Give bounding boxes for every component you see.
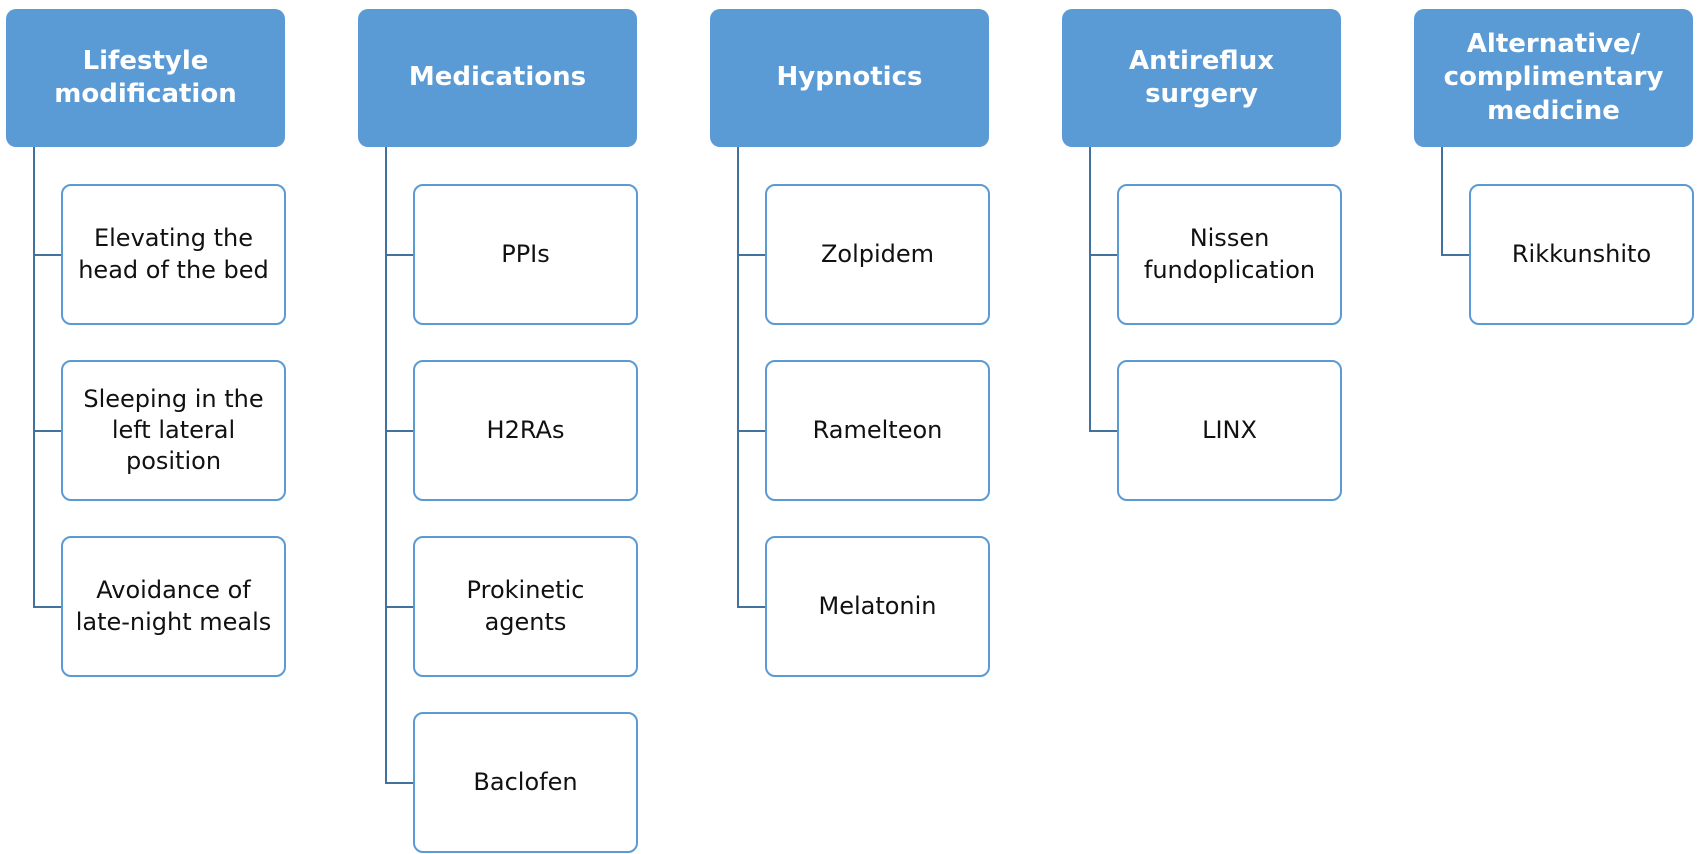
treatment-item-nissen-fundoplication: Nissen fundoplication (1117, 184, 1342, 325)
connector-vertical (737, 147, 739, 608)
treatment-item-ramelteon: Ramelteon (765, 360, 990, 501)
treatment-item-elevating-the-head-of-the-bed: Elevating the head of the bed (61, 184, 286, 325)
category-header-lifestyle-modification: Lifestyle modification (6, 9, 285, 147)
connector-horizontal (1441, 253, 1469, 256)
treatment-item-ppis: PPIs (413, 184, 638, 325)
category-header-alternative-complimentary-medicine: Alternative/ complimentary medicine (1414, 9, 1693, 147)
treatment-item-h2ras: H2RAs (413, 360, 638, 501)
treatment-item-linx: LINX (1117, 360, 1342, 501)
connector-horizontal (737, 429, 765, 432)
connector-horizontal (737, 605, 765, 608)
connector-horizontal (33, 605, 61, 608)
category-header-medications: Medications (358, 9, 637, 147)
treatment-item-prokinetic-agents: Prokinetic agents (413, 536, 638, 677)
connector-horizontal (33, 429, 61, 432)
connector-horizontal (385, 253, 413, 256)
connector-vertical (33, 147, 35, 608)
treatment-item-zolpidem: Zolpidem (765, 184, 990, 325)
connector-vertical (1089, 147, 1091, 432)
connector-horizontal (385, 781, 413, 784)
connector-horizontal (385, 429, 413, 432)
category-header-hypnotics: Hypnotics (710, 9, 989, 147)
category-header-antireflux-surgery: Antireflux surgery (1062, 9, 1341, 147)
connector-vertical (385, 147, 387, 784)
connector-vertical (1441, 147, 1443, 256)
treatment-item-baclofen: Baclofen (413, 712, 638, 853)
treatment-item-melatonin: Melatonin (765, 536, 990, 677)
treatment-item-avoidance-of-late-night-meals: Avoidance of late-night meals (61, 536, 286, 677)
treatment-item-sleeping-in-the-left-lateral-position: Sleeping in the left lateral position (61, 360, 286, 501)
connector-horizontal (385, 605, 413, 608)
connector-horizontal (33, 253, 61, 256)
connector-horizontal (1089, 429, 1117, 432)
connector-horizontal (737, 253, 765, 256)
connector-horizontal (1089, 253, 1117, 256)
treatment-item-rikkunshito: Rikkunshito (1469, 184, 1694, 325)
